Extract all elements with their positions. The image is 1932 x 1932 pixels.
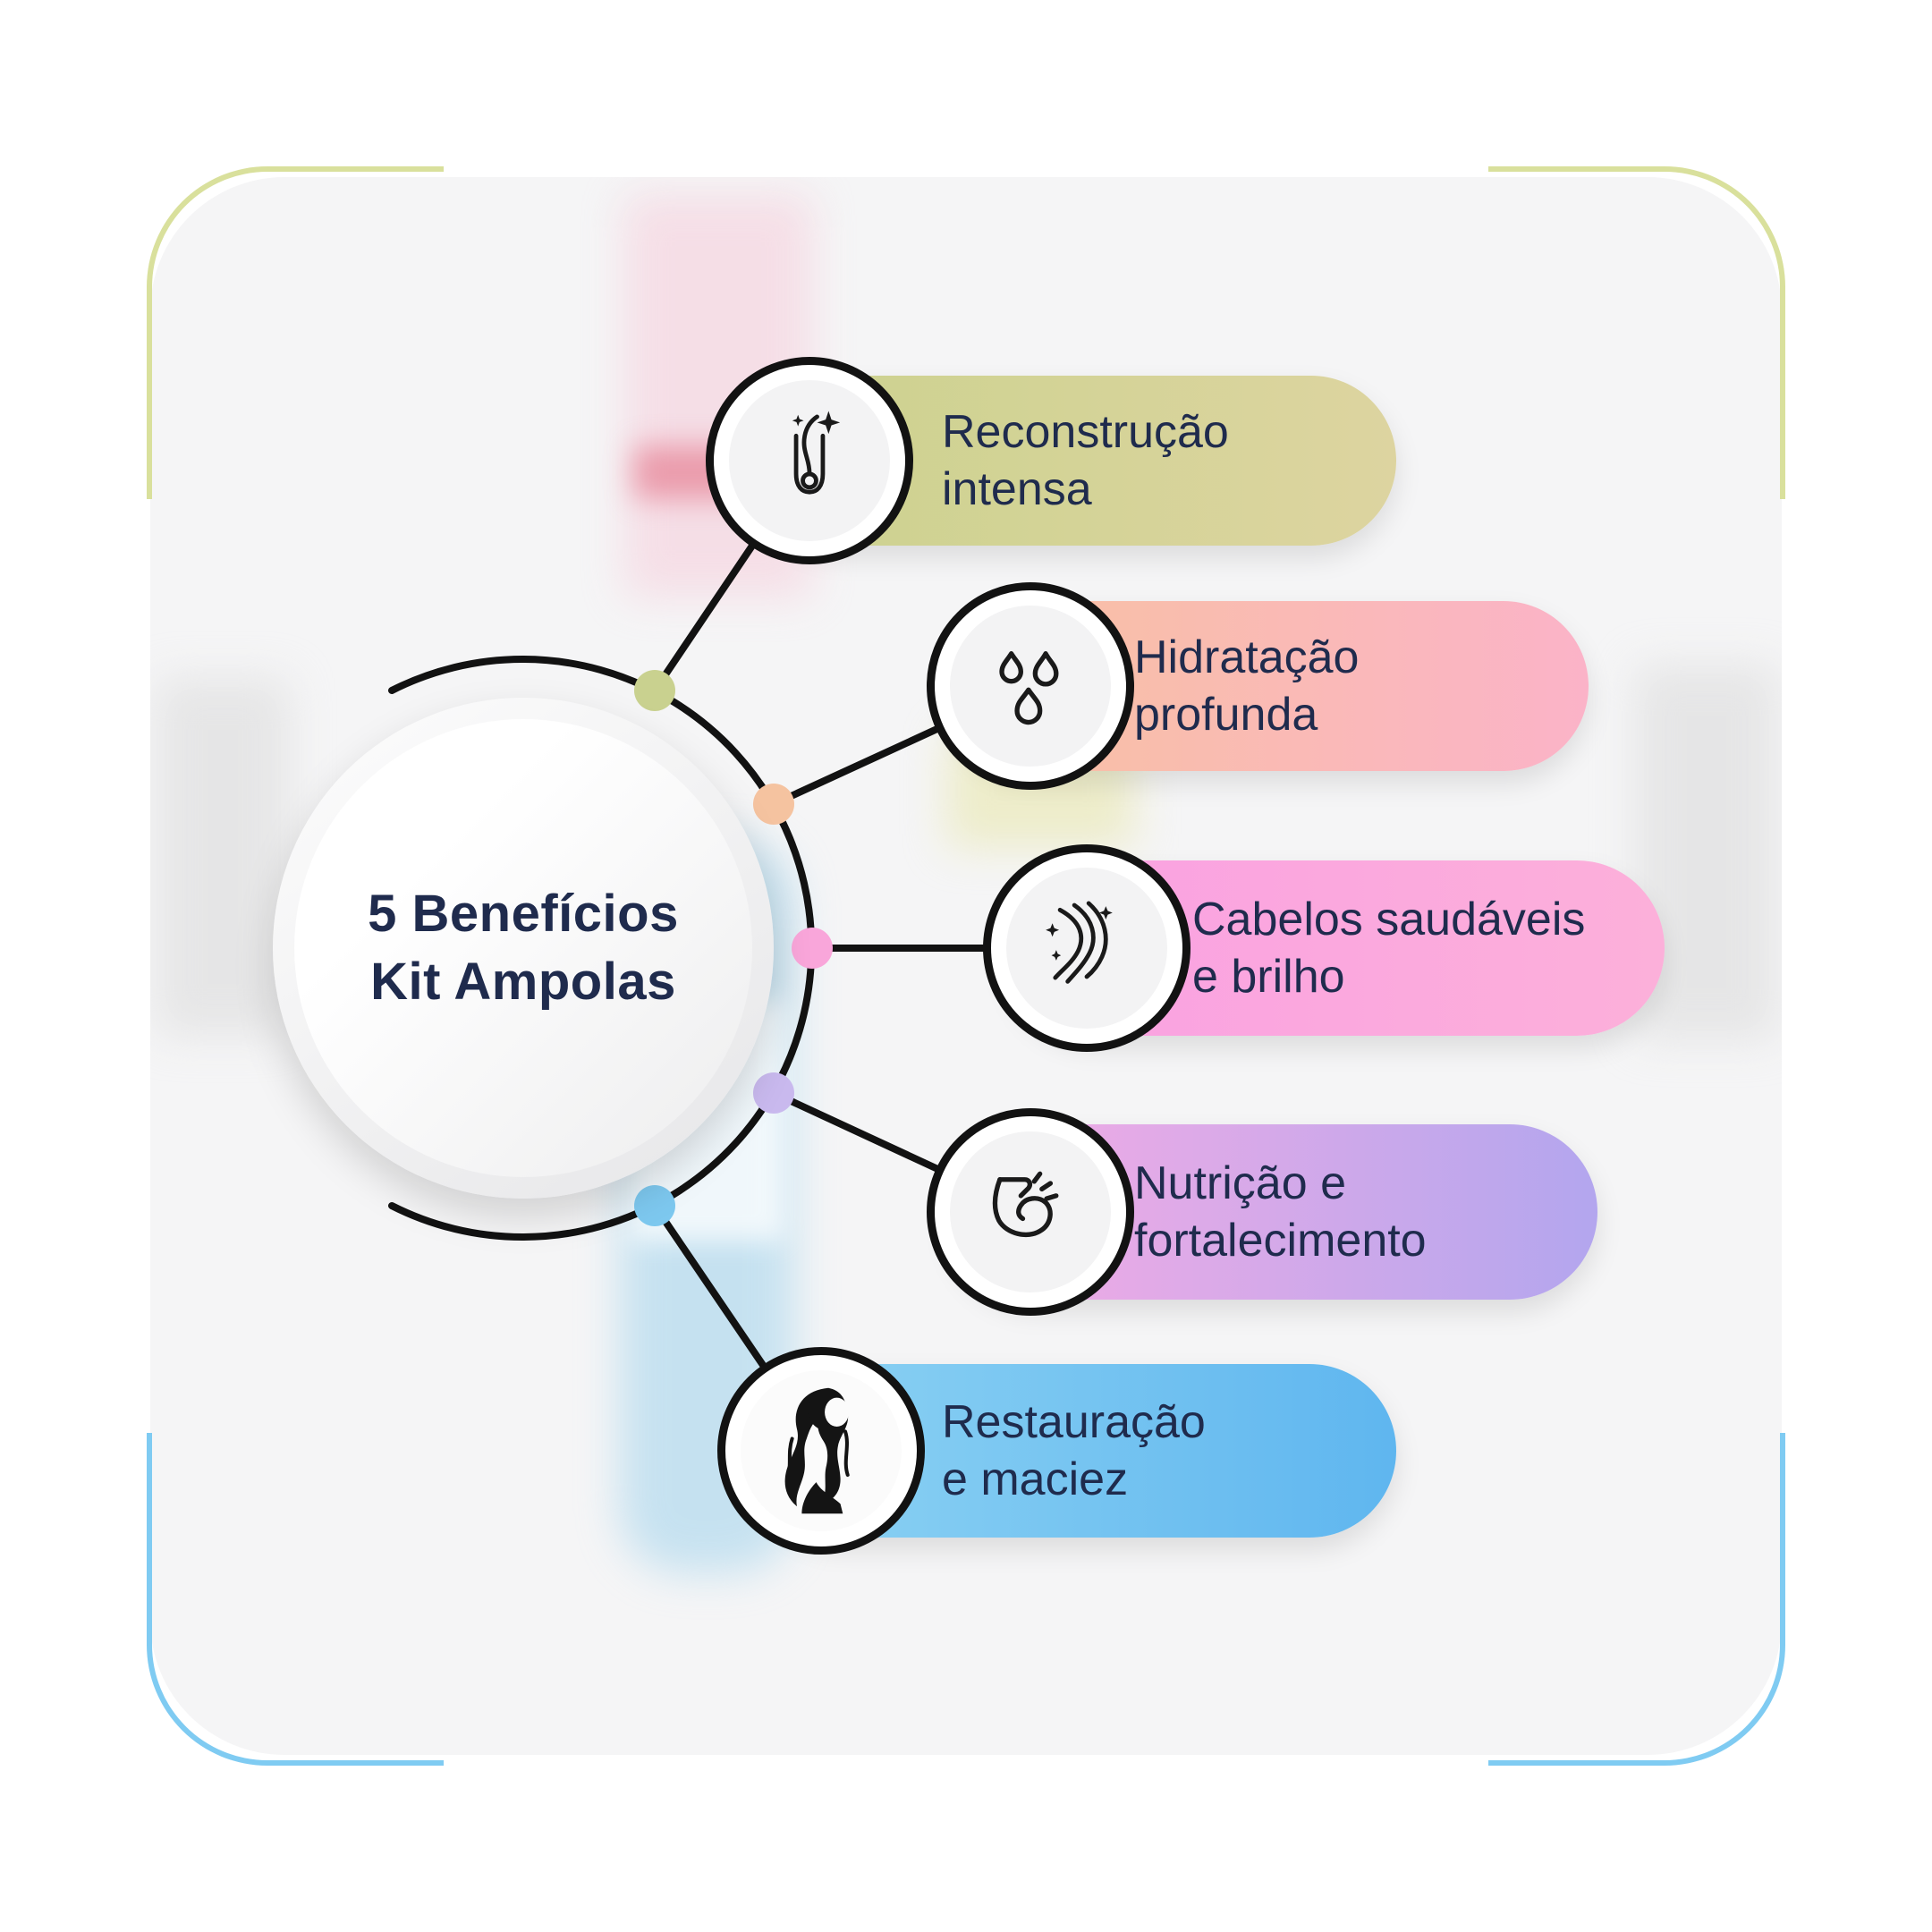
icon-inner-5 <box>741 1370 902 1531</box>
connector-dot-3 <box>792 928 833 969</box>
benefit-5-line2: e maciez <box>942 1453 1129 1505</box>
icon-inner-3 <box>1006 868 1167 1029</box>
benefit-icon-badge-4 <box>927 1108 1134 1316</box>
benefit-4-line1: Nutrição e <box>1134 1157 1346 1209</box>
page-title: 5 Benefícios Kit Ampolas <box>368 880 679 1016</box>
corner-bracket-bottom-left <box>147 1433 444 1766</box>
corner-bracket-top-right <box>1488 166 1785 499</box>
benefit-icon-badge-2 <box>927 582 1134 790</box>
page-title-line2: Kit Ampolas <box>370 953 676 1011</box>
connector-dot-4 <box>753 1072 794 1114</box>
connector-dot-5 <box>634 1185 675 1226</box>
connector-dot-2 <box>753 784 794 825</box>
icon-inner-1 <box>729 380 890 541</box>
corner-bracket-top-left <box>147 166 444 499</box>
water-drops-icon <box>999 651 1059 725</box>
benefit-3-line1: Cabelos saudáveis <box>1192 894 1586 945</box>
benefit-icon-badge-3 <box>983 844 1191 1052</box>
hair-follicle-icon <box>792 411 841 495</box>
page-title-line1: 5 Benefícios <box>368 885 679 943</box>
benefit-3-line2: e brilho <box>1192 951 1345 1003</box>
benefit-icon-badge-5 <box>717 1347 925 1555</box>
blurred-shape-left <box>156 678 290 1036</box>
sparkling-hair-icon <box>1046 901 1113 984</box>
icon-inner-2 <box>950 606 1111 767</box>
benefit-5-line1: Restauração <box>942 1396 1206 1448</box>
icon-inner-4 <box>950 1131 1111 1292</box>
benefit-1-line2: intensa <box>942 463 1092 515</box>
benefit-4-line2: fortalecimento <box>1134 1215 1427 1267</box>
corner-bracket-bottom-right <box>1488 1433 1785 1766</box>
benefit-2-line2: profunda <box>1134 689 1318 741</box>
benefit-1-line1: Reconstrução <box>942 406 1229 458</box>
benefit-2-line1: Hidratação <box>1134 631 1360 683</box>
bicep-icon <box>992 1171 1059 1237</box>
center-circle-face: 5 Benefícios Kit Ampolas <box>294 719 752 1177</box>
center-circle: 5 Benefícios Kit Ampolas <box>273 698 774 1199</box>
woman-long-hair-icon <box>784 1387 850 1514</box>
benefit-icon-badge-1 <box>706 357 913 564</box>
connector-dot-1 <box>634 670 675 711</box>
